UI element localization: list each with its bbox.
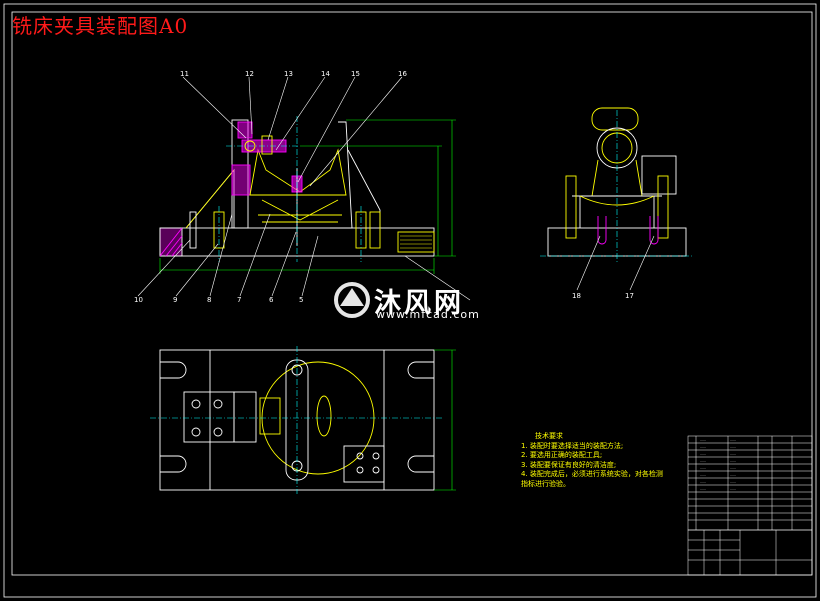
outer-frame bbox=[3, 3, 817, 598]
svg-text:……: …… bbox=[700, 480, 706, 484]
svg-text:……: …… bbox=[730, 438, 736, 442]
balloon-5: 5 bbox=[299, 296, 303, 304]
svg-text:……: …… bbox=[700, 487, 706, 491]
watermark-text: 沐风网 bbox=[374, 288, 464, 319]
front-balloon-text: 11 12 13 14 15 16 10 9 8 7 6 5 bbox=[134, 70, 407, 304]
inner-frame bbox=[11, 11, 813, 576]
tech-line-3: 3. 装配要保证有良好的清洁度; bbox=[521, 460, 617, 469]
technical-requirements: 技术要求 1. 装配时要选择适当的装配方法; 2. 要选用正确的装配工具; 3.… bbox=[521, 432, 671, 489]
front-view bbox=[159, 116, 435, 262]
watermark-url: www.mfcad.com bbox=[376, 308, 480, 321]
side-leaders bbox=[576, 235, 655, 291]
svg-text:……: …… bbox=[730, 473, 736, 477]
balloon-17: 17 bbox=[625, 292, 634, 300]
svg-text:……: …… bbox=[730, 445, 736, 449]
tech-line-5: 指标进行验验。 bbox=[521, 479, 570, 488]
svg-text:……: …… bbox=[730, 459, 736, 463]
drawing-title: 铣床夹具装配图A0 bbox=[12, 14, 189, 38]
front-leaders bbox=[137, 76, 471, 301]
balloon-7: 7 bbox=[237, 296, 241, 304]
balloon-16: 16 bbox=[398, 70, 407, 78]
svg-text:……: …… bbox=[730, 480, 736, 484]
front-dimensions bbox=[159, 119, 456, 274]
side-view bbox=[540, 107, 692, 262]
svg-text:……: …… bbox=[700, 459, 706, 463]
balloon-10: 10 bbox=[134, 296, 143, 304]
tech-line-1: 1. 装配时要选择适当的装配方法; bbox=[521, 441, 624, 450]
tech-heading: 技术要求 bbox=[535, 432, 563, 440]
balloon-8: 8 bbox=[207, 296, 211, 304]
svg-text:……: …… bbox=[730, 452, 736, 456]
watermark-logo bbox=[334, 282, 370, 318]
balloon-11: 11 bbox=[180, 70, 189, 78]
svg-text:……: …… bbox=[700, 452, 706, 456]
balloon-6: 6 bbox=[269, 296, 274, 304]
tech-line-4: 4. 装配完成后，必须进行系统实验，对各检测 bbox=[521, 470, 663, 478]
svg-text:……: …… bbox=[700, 438, 706, 442]
v-block bbox=[249, 148, 347, 196]
balloon-13: 13 bbox=[284, 70, 293, 78]
balloon-9: 9 bbox=[173, 296, 177, 304]
svg-text:……: …… bbox=[730, 487, 736, 491]
balloon-15: 15 bbox=[351, 70, 360, 78]
top-view bbox=[150, 346, 444, 494]
balloon-18: 18 bbox=[572, 292, 581, 300]
svg-text:……: …… bbox=[730, 466, 736, 470]
parts-list bbox=[687, 435, 813, 576]
balloon-12: 12 bbox=[245, 70, 254, 78]
svg-text:……: …… bbox=[700, 445, 706, 449]
balloon-14: 14 bbox=[321, 70, 330, 78]
svg-text:……: …… bbox=[700, 473, 706, 477]
svg-text:……: …… bbox=[700, 466, 706, 470]
tech-line-2: 2. 要选用正确的装配工具; bbox=[521, 451, 603, 459]
